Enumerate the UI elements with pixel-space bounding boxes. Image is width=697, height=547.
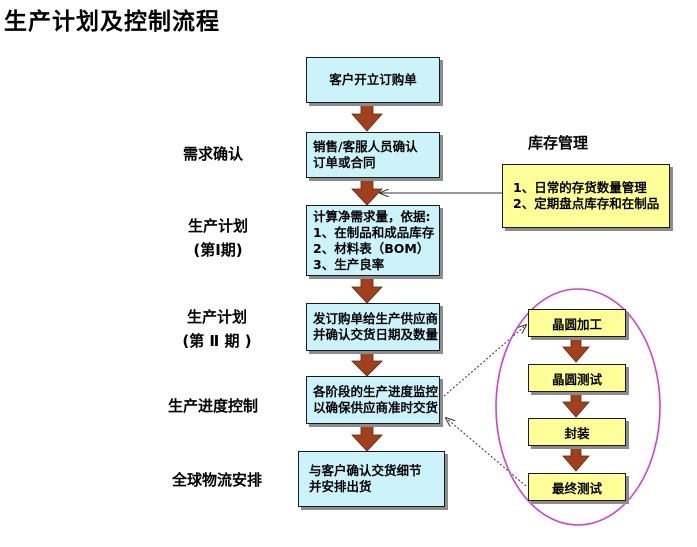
flow-box-order-line: 客户开立订购单	[329, 72, 417, 87]
inventory-box: 1、日常的存货数量管理 2、定期盘点库存和在制品	[502, 164, 670, 228]
flow-box-monitor-line: 各阶段的生产进度监控	[313, 384, 439, 399]
flow-box-calc: 计算净需求量，依据: 1、在制品和成品库存 2、材料表（BOM） 3、生产良率	[306, 205, 440, 276]
flow-box-calc-line: 计算净需求量，依据:	[313, 208, 431, 224]
supplier-step-wafer-fab: 晶圆加工	[528, 309, 626, 337]
inventory-item: 2、定期盘点库存和在制品	[513, 196, 660, 211]
step-arrow-3	[562, 445, 590, 472]
flow-box-calc-line: 1、在制品和成品库存	[313, 224, 435, 240]
flow-box-confirm-line: 销售/客服人员确认	[313, 139, 418, 154]
supplier-link-top	[443, 325, 526, 397]
flow-box-purchase-line: 发订购单给生产供应商	[313, 311, 439, 326]
step-arrow-2	[562, 391, 590, 418]
flow-arrow-2	[351, 177, 383, 206]
flow-box-order: 客户开立订购单	[306, 57, 440, 103]
supplier-step-wafer-test: 晶圆测试	[528, 364, 626, 392]
inventory-item: 1、日常的存货数量管理	[513, 180, 647, 195]
stage-plan-2-label: 生产计划	[186, 308, 247, 326]
supplier-ellipse	[495, 288, 661, 526]
flow-box-monitor-line: 以确保供应商准时交货	[313, 400, 439, 415]
stage-demand: 需求确认	[183, 145, 244, 163]
flow-arrow-3	[351, 275, 383, 304]
stage-plan-1-label: 生产计划	[187, 217, 248, 235]
stage-plan-1-period: (第Ⅰ期)	[193, 241, 243, 259]
flow-box-monitor: 各阶段的生产进度监控 以确保供应商准时交货	[306, 376, 440, 424]
flow-box-ship: 与客户确认交货细节 并安排出货	[298, 451, 445, 507]
supplier-link-bottom	[446, 418, 527, 487]
flow-box-purchase: 发订购单给生产供应商 并确认交货日期及数量	[306, 303, 440, 351]
stage-plan-2: 生产计划 (第 Ⅱ 期 )	[178, 305, 256, 353]
flow-box-calc-line: 3、生产良率	[313, 256, 385, 272]
stage-progress: 生产进度控制	[168, 397, 259, 415]
flow-box-confirm-line: 订单或合同	[313, 155, 376, 170]
flow-box-purchase-line: 并确认交货日期及数量	[313, 327, 439, 342]
page-title: 生产计划及控制流程	[4, 9, 220, 35]
step-arrow-1	[562, 335, 590, 363]
stage-plan-2-period: (第 Ⅱ 期 )	[182, 332, 252, 350]
supplier-step-packaging: 封装	[528, 418, 626, 446]
flow-arrow-5	[351, 424, 383, 452]
inventory-title: 库存管理	[528, 134, 589, 152]
stage-logistics: 全球物流安排	[172, 471, 263, 489]
flow-box-ship-line: 与客户确认交货细节	[309, 463, 422, 478]
flow-arrow-1	[351, 103, 383, 132]
stage-plan-1: 生产计划 (第Ⅰ期)	[183, 214, 253, 262]
flow-box-confirm: 销售/客服人员确认 订单或合同	[306, 132, 440, 178]
flow-arrow-4	[351, 350, 383, 377]
flow-box-ship-line: 并安排出货	[309, 479, 372, 494]
supplier-step-final-test: 最终测试	[528, 473, 626, 501]
flow-box-calc-line: 2、材料表（BOM）	[313, 240, 430, 256]
